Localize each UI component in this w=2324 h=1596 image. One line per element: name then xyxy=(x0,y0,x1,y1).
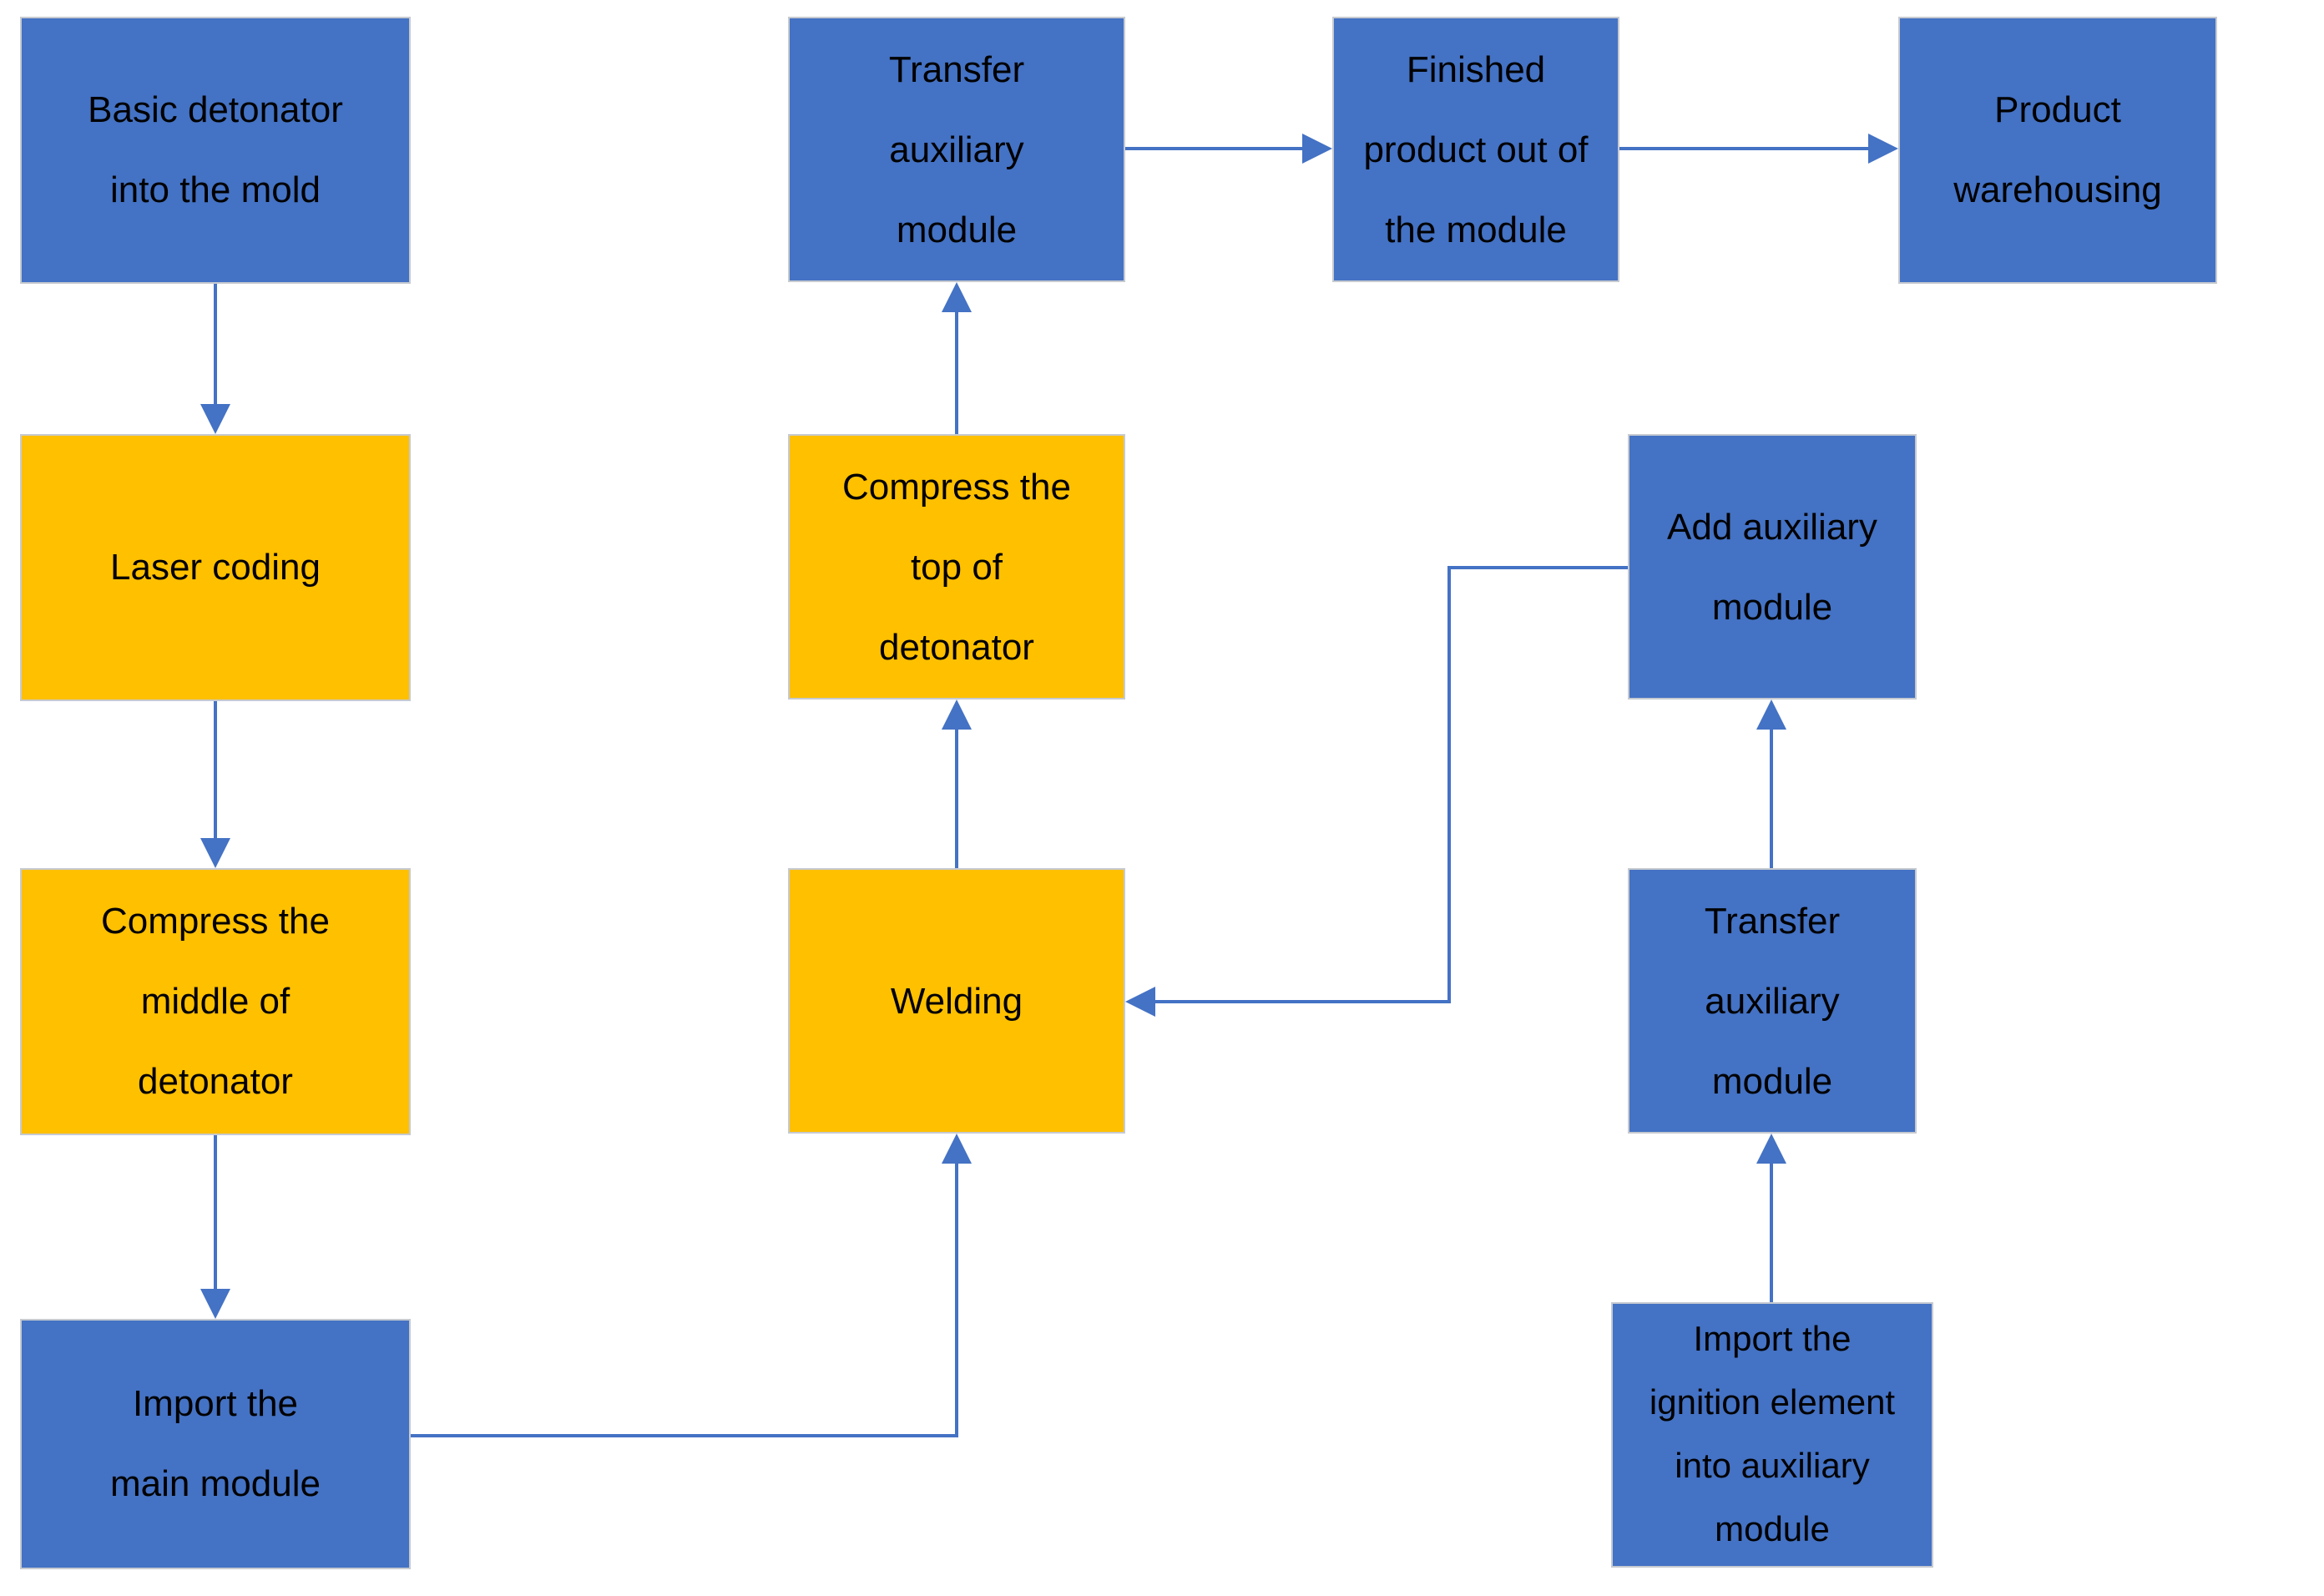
flow-node-label-line: Welding xyxy=(890,979,1023,1021)
flow-node-label-line: Import the xyxy=(1693,1320,1852,1358)
flow-node-transfer-auxiliary-module-right: Transfer auxiliary module xyxy=(1628,868,1917,1134)
flow-node-label-line: product out of xyxy=(1363,128,1589,169)
flow-node-label-line: Add auxiliary xyxy=(1667,505,1877,547)
flow-node-add-auxiliary-module: Add auxiliary module xyxy=(1628,434,1917,700)
flow-node-label: Import the main module xyxy=(22,1364,409,1524)
flow-node-compress-middle-of-detonator: Compress the middle of detonator xyxy=(20,868,411,1135)
flow-node-finished-product-out: Finished product out of the module xyxy=(1332,17,1619,282)
flow-node-label-line: module xyxy=(1711,585,1833,627)
flow-node-label-line: Import the xyxy=(132,1382,299,1424)
flow-node-welding: Welding xyxy=(788,868,1125,1134)
flow-node-label-line: auxiliary xyxy=(889,128,1024,169)
flow-node-label-line: auxiliary xyxy=(1705,979,1840,1021)
flow-node-label-line: module xyxy=(1711,1059,1833,1101)
flow-node-label: Basic detonator into the mold xyxy=(22,70,409,230)
flow-node-label: Compress the top of detonator xyxy=(790,447,1124,687)
flow-node-label-line: into auxiliary xyxy=(1675,1447,1870,1485)
flow-node-label: Transfer auxiliary module xyxy=(790,29,1124,270)
flow-node-import-main-module: Import the main module xyxy=(20,1319,411,1569)
flow-node-label-line: detonator xyxy=(138,1060,293,1102)
flow-node-transfer-auxiliary-module-top: Transfer auxiliary module xyxy=(788,17,1125,282)
flow-node-label: Finished product out of the module xyxy=(1334,29,1618,270)
connector-import-main-module-to-welding xyxy=(411,1134,972,1437)
connector-add-auxiliary-module-to-welding xyxy=(1125,566,1628,1017)
flow-node-label-line: module xyxy=(1715,1510,1830,1548)
flow-node-label-line: Compress the xyxy=(101,900,330,942)
flow-node-label: Compress the middle of detonator xyxy=(22,881,409,1122)
flow-node-label-line: Laser coding xyxy=(110,546,321,588)
flow-node-label: Welding xyxy=(790,961,1124,1041)
flow-node-label: Import the ignition element into auxiliary… xyxy=(1613,1308,1932,1562)
flow-node-label-line: the module xyxy=(1385,208,1567,250)
flow-node-laser-coding: Laser coding xyxy=(20,434,411,701)
flow-node-label-line: warehousing xyxy=(1953,169,2162,210)
flow-node-label-line: middle of xyxy=(140,980,290,1022)
flow-node-label-line: Finished xyxy=(1406,48,1546,89)
flow-node-label-line: Basic detonator xyxy=(88,88,343,130)
flow-node-label: Transfer auxiliary module xyxy=(1629,881,1915,1121)
flow-node-label-line: module xyxy=(896,208,1018,250)
flow-node-label-line: detonator xyxy=(879,625,1034,667)
flow-node-label-line: Product xyxy=(1994,88,2121,130)
flow-node-label-line: top of xyxy=(910,545,1003,587)
flow-node-label-line: ignition element xyxy=(1649,1383,1896,1422)
flow-node-label: Add auxiliary module xyxy=(1629,487,1915,647)
flow-node-basic-detonator-into-mold: Basic detonator into the mold xyxy=(20,17,411,284)
flow-node-compress-top-of-detonator: Compress the top of detonator xyxy=(788,434,1125,700)
flow-node-label-line: into the mold xyxy=(110,169,321,210)
flow-node-product-warehousing: Product warehousing xyxy=(1898,17,2217,284)
flow-node-import-ignition-element: Import the ignition element into auxiliary… xyxy=(1611,1302,1933,1568)
flow-node-label-line: Transfer xyxy=(888,48,1025,89)
flow-node-label-line: Transfer xyxy=(1704,899,1841,941)
flow-node-label: Laser coding xyxy=(22,528,409,608)
flow-node-label: Product warehousing xyxy=(1900,70,2215,230)
flow-node-label-line: Compress the xyxy=(842,465,1071,507)
flow-node-label-line: main module xyxy=(110,1462,321,1504)
